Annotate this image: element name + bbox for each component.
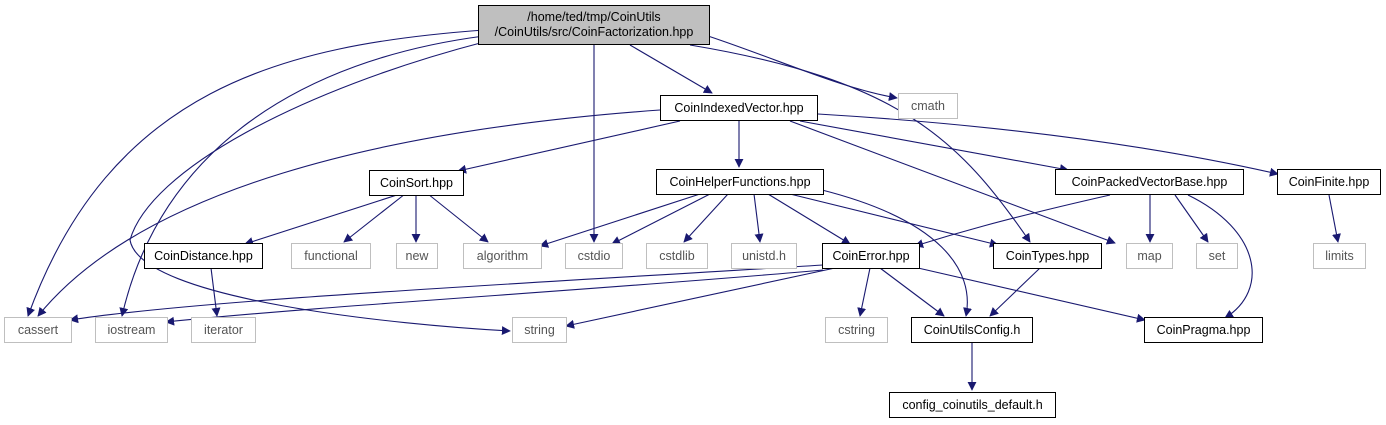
edge-root-cassert [26,29,485,317]
edge-root-coinindexedvector [629,44,713,94]
edge-coinsort-coindistance [244,193,401,246]
edge-coinfinite-limits [1328,194,1341,243]
edge-coinerror-coinutilsconfig [879,267,945,317]
node-new: new [396,243,438,269]
node-map: map [1126,243,1173,269]
root-line-2: /CoinUtils/src/CoinFactorization.hpp [494,25,694,39]
edge-root-iostream [119,35,485,317]
node-limits: limits [1313,243,1366,269]
edge-civ-coinpackedvectorbase [799,120,1069,173]
node-cstdlib: cstdlib [646,243,708,269]
node-coinpragma[interactable]: CoinPragma.hpp [1144,317,1263,343]
node-coinindexedvector[interactable]: CoinIndexedVector.hpp [660,95,818,121]
edge-civ-coinfinite [817,113,1279,177]
edge-civ-map [789,120,1116,245]
node-coinfinite[interactable]: CoinFinite.hpp [1277,169,1381,195]
node-unistd: unistd.h [731,243,797,269]
node-coinhelperfunctions[interactable]: CoinHelperFunctions.hpp [656,169,824,195]
edge-coinsort-algorithm [427,193,489,243]
node-coinutilsconfig[interactable]: CoinUtilsConfig.h [911,317,1033,343]
node-iterator: iterator [191,317,256,343]
edge-chf-algorithm [539,193,701,248]
edge-coinerror-cstring [857,267,871,317]
node-functional: functional [291,243,371,269]
edge-cointypes-coinutilsconfig [989,267,1041,317]
edge-chf-cointypes [789,193,999,248]
node-coinpackedvectorbase[interactable]: CoinPackedVectorBase.hpp [1055,169,1244,195]
edge-cpvb-coinerror [914,194,1111,248]
node-set: set [1196,243,1238,269]
edge-cpvb-set [1174,194,1209,243]
edge-chf-coinutilsconfig [821,189,972,317]
root-line-1: /home/ted/tmp/CoinUtils [527,10,661,24]
edge-coinerror-coinpragma [917,267,1146,323]
node-cstring: cstring [825,317,888,343]
edge-coinsort-functional [343,193,406,243]
edge-coinerror-string [565,267,836,329]
edge-root-cointypes [689,44,1031,243]
edge-chf-coinerror [767,193,851,245]
root-node-coinfactorization[interactable]: /home/ted/tmp/CoinUtils /CoinUtils/src/C… [478,5,710,45]
edge-chf-cstdio [611,193,711,245]
edge-civ-coinsort [457,120,681,174]
edge-root-string [129,41,511,336]
node-cmath: cmath [898,93,958,119]
node-coinerror[interactable]: CoinError.hpp [822,243,920,269]
node-iostream: iostream [95,317,168,343]
edge-coinerror-cassert [69,264,824,324]
edge-chf-unistd [753,193,764,243]
node-config-coinutils-default[interactable]: config_coinutils_default.h [889,392,1056,418]
edge-cpvb-coinpragma [1187,194,1253,319]
node-string: string [512,317,567,343]
edge-coinerror-iostream [165,269,824,326]
node-cstdio: cstdio [565,243,623,269]
node-algorithm: algorithm [463,243,542,269]
edge-civ-cassert [37,109,661,317]
node-cointypes[interactable]: CoinTypes.hpp [993,243,1102,269]
edge-root-cmath [707,35,898,102]
node-coinsort[interactable]: CoinSort.hpp [369,170,464,196]
edge-chf-cstdlib [683,193,729,243]
edge-coindistance-iterator [210,267,221,317]
node-coindistance[interactable]: CoinDistance.hpp [144,243,263,269]
node-cassert: cassert [4,317,72,343]
